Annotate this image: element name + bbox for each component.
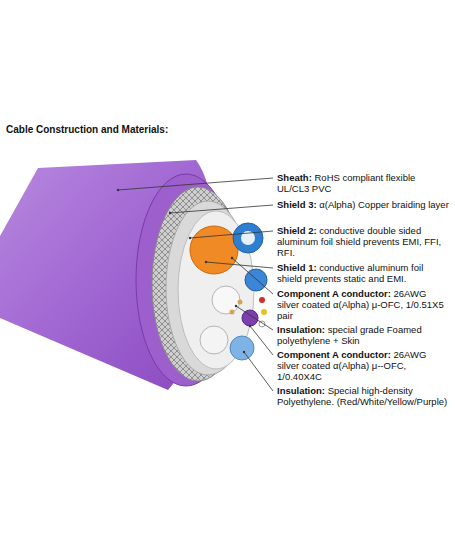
leader-dot [117, 189, 119, 191]
callout-text: Insulation: special grade Foamed polyeth… [277, 324, 449, 346]
callout-text: Shield 3: α(Alpha) Copper braiding layer [277, 199, 449, 210]
callout-text: Insulation: Special high-density Polyeth… [277, 385, 449, 407]
purple-core [242, 310, 258, 326]
yellow-wire [261, 309, 267, 315]
white-pair [212, 286, 240, 314]
part-name: Sheath: [277, 172, 312, 183]
red-wire [259, 297, 265, 303]
leader-dot [235, 305, 237, 307]
copper-wire [230, 310, 235, 315]
orange-pair [190, 226, 238, 274]
leader-line [170, 205, 273, 213]
leader-dot [189, 237, 191, 239]
diagram-title: Cable Construction and Materials: [6, 124, 168, 135]
part-name: Component A conductor: [277, 349, 391, 360]
part-name: Shield 2: [277, 225, 317, 236]
leader-line [232, 258, 273, 294]
copper-wire [238, 300, 243, 305]
callout-text: Component A conductor: 26AWG silver coat… [277, 288, 449, 321]
part-name: Insulation: [277, 324, 325, 335]
leader-line [190, 231, 273, 238]
part-name: Component A conductor: [277, 288, 391, 299]
leader-line [118, 178, 273, 190]
part-description: α(Alpha) Copper braiding layer [319, 199, 449, 210]
leader-line [244, 352, 273, 391]
white-pair [200, 326, 228, 354]
leader-dot [205, 261, 207, 263]
blue-pair [233, 223, 263, 253]
leader-dot [231, 257, 233, 259]
callout-text: Sheath: RoHS compliant flexible UL/CL3 P… [277, 172, 449, 194]
leader-dot [249, 325, 251, 327]
leader-dot [169, 212, 171, 214]
leader-line [236, 306, 273, 330]
lightblue-pair [230, 336, 254, 360]
leader-line [250, 326, 273, 355]
foil-shield-1 [178, 211, 254, 369]
leader-dot [243, 351, 245, 353]
callout-text: Shield 2: conductive double sided alumin… [277, 225, 449, 258]
part-name: Shield 3: [277, 199, 317, 210]
part-name: Insulation: [277, 385, 325, 396]
part-name: Shield 1: [277, 262, 317, 273]
callout-text: Shield 1: conductive aluminum foil shiel… [277, 262, 449, 284]
callout-text: Component A conductor: 26AWG silver coat… [277, 349, 449, 382]
